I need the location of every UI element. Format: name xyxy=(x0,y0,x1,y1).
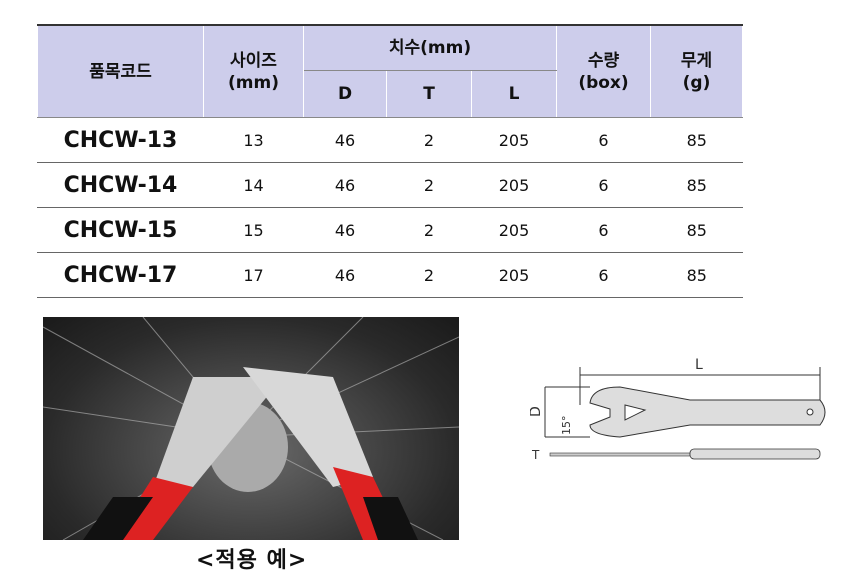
angle-label: 15° xyxy=(560,416,573,436)
usage-photo xyxy=(43,317,459,540)
spec-table: 품목코드 사이즈(mm) 치수(mm) 수량(box) 무게(g) D T L … xyxy=(37,24,743,298)
photo-caption: <적용 예> xyxy=(196,548,308,573)
cell-code: CHCW-14 xyxy=(37,162,204,208)
cell-code: CHCW-13 xyxy=(37,117,204,163)
cell-code: CHCW-15 xyxy=(37,207,204,253)
cell-qty: 6 xyxy=(556,162,651,208)
header-dimensions: 치수(mm) xyxy=(303,24,557,71)
cell-size: 13 xyxy=(203,117,304,163)
cell-t: 2 xyxy=(386,117,472,163)
cell-l: 205 xyxy=(471,207,557,253)
cell-qty: 6 xyxy=(556,117,651,163)
cell-d: 46 xyxy=(303,207,387,253)
cell-qty: 6 xyxy=(556,252,651,298)
header-quantity: 수량(box) xyxy=(556,24,651,118)
cell-weight: 85 xyxy=(650,162,743,208)
header-d: D xyxy=(303,70,387,118)
cell-t: 2 xyxy=(386,252,472,298)
cell-t: 2 xyxy=(386,207,472,253)
cell-qty: 6 xyxy=(556,207,651,253)
cell-d: 46 xyxy=(303,117,387,163)
length-label: L xyxy=(695,357,703,373)
header-t: T xyxy=(386,70,472,118)
wrench-diagram: L D 15° T xyxy=(530,357,826,462)
cell-l: 205 xyxy=(471,117,557,163)
cell-d: 46 xyxy=(303,162,387,208)
header-weight: 무게(g) xyxy=(650,24,743,118)
header-size: 사이즈(mm) xyxy=(203,24,304,118)
cell-d: 46 xyxy=(303,252,387,298)
cell-weight: 85 xyxy=(650,252,743,298)
header-l: L xyxy=(471,70,557,118)
header-code: 품목코드 xyxy=(37,24,204,118)
cell-size: 14 xyxy=(203,162,304,208)
cell-l: 205 xyxy=(471,252,557,298)
cell-t: 2 xyxy=(386,162,472,208)
cell-weight: 85 xyxy=(650,207,743,253)
cell-l: 205 xyxy=(471,162,557,208)
depth-label: D xyxy=(530,406,544,417)
cell-code: CHCW-17 xyxy=(37,252,204,298)
cell-size: 15 xyxy=(203,207,304,253)
thickness-label: T xyxy=(531,448,540,462)
cell-weight: 85 xyxy=(650,117,743,163)
cell-size: 17 xyxy=(203,252,304,298)
